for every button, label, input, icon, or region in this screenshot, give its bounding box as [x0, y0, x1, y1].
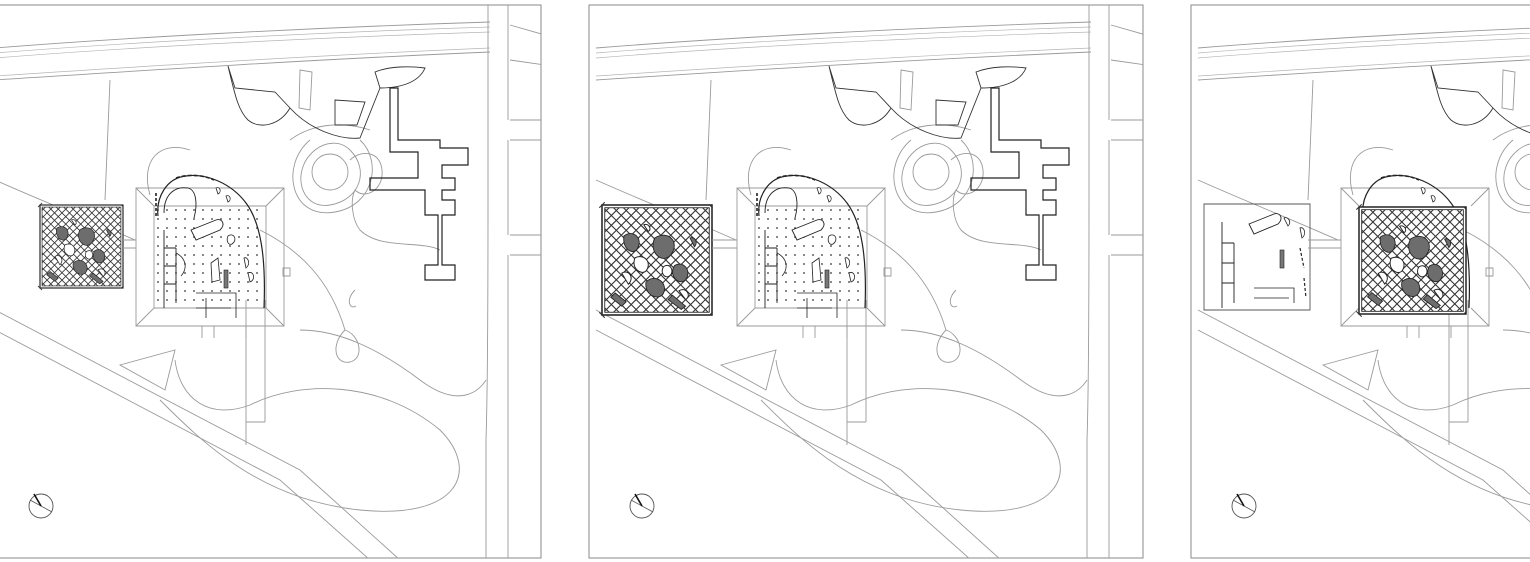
pavilion-block	[598, 201, 714, 319]
site-plan-panel-1	[0, 4, 542, 559]
site-plan-panel-3	[1190, 4, 1530, 559]
pavilion-block	[1355, 203, 1468, 318]
site-plan-panel-2	[588, 4, 1144, 559]
pavilion-block	[37, 202, 124, 291]
